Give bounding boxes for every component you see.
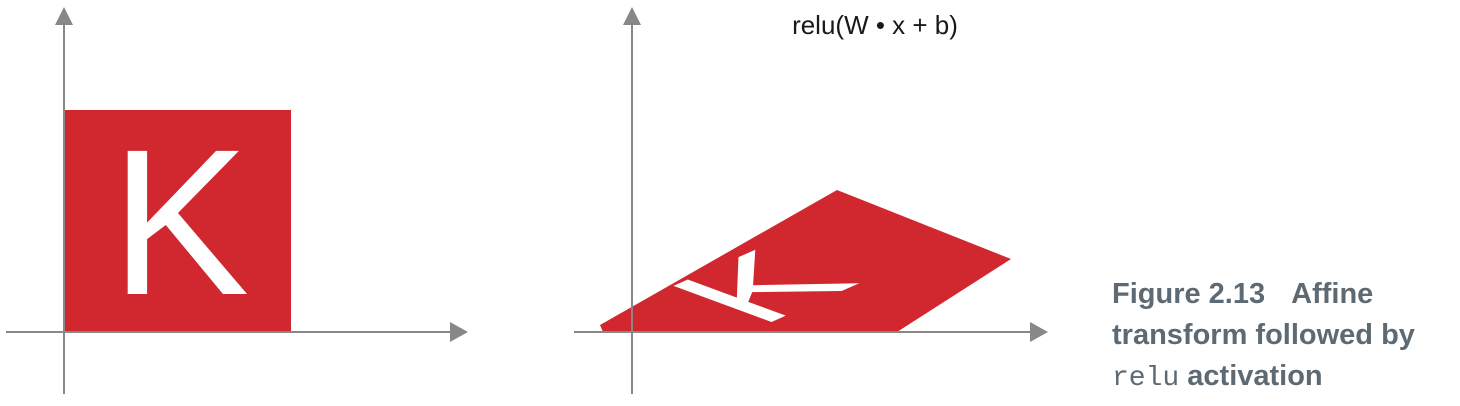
right-x-arrow-icon [1030,322,1048,342]
left-plot: K [6,7,468,394]
caption-line-3: relu activation [1112,356,1457,399]
caption-line-2: transform followed by [1112,319,1415,351]
caption-line-1: Figure 2.13 Affine [1112,274,1457,315]
right-plot: K [574,7,1048,394]
left-y-arrow-icon [55,7,73,25]
caption-code-word: relu [1112,363,1180,394]
formula-label: relu(W • x + b) [792,10,958,40]
right-red-parallelogram [600,190,1011,332]
caption-title-part3: activation [1179,360,1323,392]
caption-title-part1: Affine [1291,278,1374,310]
left-k-letter: K [111,107,250,339]
left-x-arrow-icon [450,322,468,342]
right-y-arrow-icon [623,7,641,25]
left-red-square [64,110,291,332]
figure-number: Figure 2.13 [1112,278,1266,310]
